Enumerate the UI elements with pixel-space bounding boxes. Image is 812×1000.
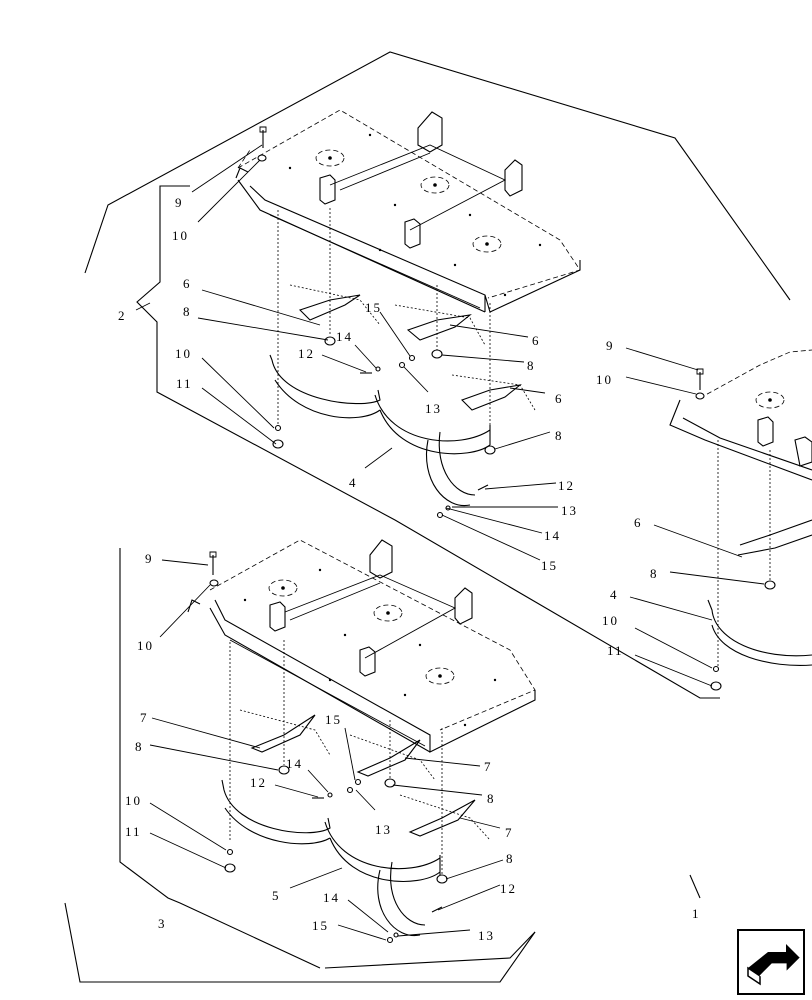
callout-8: 8 xyxy=(135,739,144,754)
callout-15: 15 xyxy=(325,712,342,727)
next-page-arrow-icon[interactable] xyxy=(737,929,805,995)
spindle-hole xyxy=(268,579,298,597)
spindle-hole xyxy=(315,149,345,167)
upper-deck-assembly xyxy=(235,109,581,519)
callout-10: 10 xyxy=(602,613,619,628)
spindle-hole xyxy=(755,391,785,409)
callout-8: 8 xyxy=(183,304,192,319)
callout-11: 11 xyxy=(607,643,624,658)
callout-12: 12 xyxy=(558,478,575,493)
callout-10: 10 xyxy=(175,346,192,361)
callout-14: 14 xyxy=(336,329,353,344)
callout-4: 4 xyxy=(610,587,619,602)
callout-6: 6 xyxy=(634,515,643,530)
callout-15: 15 xyxy=(541,558,558,573)
callout-11: 11 xyxy=(176,376,193,391)
callout-9: 9 xyxy=(606,338,615,353)
callout-10: 10 xyxy=(137,638,154,653)
assembly-3-outline xyxy=(64,548,536,983)
spindle-hole xyxy=(420,176,450,194)
lower-deck-assembly xyxy=(187,539,536,944)
callout-labels: 9 10 6 8 2 10 11 12 14 15 13 6 8 6 8 4 1… xyxy=(118,195,701,943)
leader-lines xyxy=(135,144,765,941)
callout-6: 6 xyxy=(183,276,192,291)
callout-14: 14 xyxy=(544,528,561,543)
callout-13: 13 xyxy=(561,503,578,518)
right-partial-assembly xyxy=(669,349,812,691)
assembly-1-outline xyxy=(84,51,791,969)
callout-8: 8 xyxy=(487,791,496,806)
callout-12: 12 xyxy=(250,775,267,790)
callout-8: 8 xyxy=(506,851,515,866)
callout-13: 13 xyxy=(478,928,495,943)
callout-14: 14 xyxy=(286,756,303,771)
callout-13: 13 xyxy=(425,401,442,416)
assembly-2-outline xyxy=(136,185,720,699)
spindle-hole xyxy=(425,667,455,685)
callout-6: 6 xyxy=(555,391,564,406)
callout-10: 10 xyxy=(125,793,142,808)
callout-14: 14 xyxy=(323,890,340,905)
callout-13: 13 xyxy=(375,822,392,837)
callout-4: 4 xyxy=(349,475,358,490)
callout-8: 8 xyxy=(650,566,659,581)
callout-15: 15 xyxy=(312,918,329,933)
callout-9: 9 xyxy=(175,195,184,210)
callout-3: 3 xyxy=(158,916,167,931)
callout-2: 2 xyxy=(118,308,127,323)
callout-1: 1 xyxy=(692,906,701,921)
callout-12: 12 xyxy=(500,881,517,896)
callout-7: 7 xyxy=(140,710,149,725)
callout-10: 10 xyxy=(172,228,189,243)
callout-7: 7 xyxy=(505,825,514,840)
callout-9: 9 xyxy=(145,551,154,566)
callout-5: 5 xyxy=(272,888,281,903)
callout-8: 8 xyxy=(555,428,564,443)
callout-15: 15 xyxy=(365,300,382,315)
callout-6: 6 xyxy=(532,333,541,348)
spindle-hole xyxy=(373,604,403,622)
callout-8: 8 xyxy=(527,358,536,373)
spindle-hole xyxy=(472,235,502,253)
callout-10: 10 xyxy=(596,372,613,387)
callout-11: 11 xyxy=(125,824,142,839)
callout-12: 12 xyxy=(298,346,315,361)
callout-7: 7 xyxy=(484,759,493,774)
